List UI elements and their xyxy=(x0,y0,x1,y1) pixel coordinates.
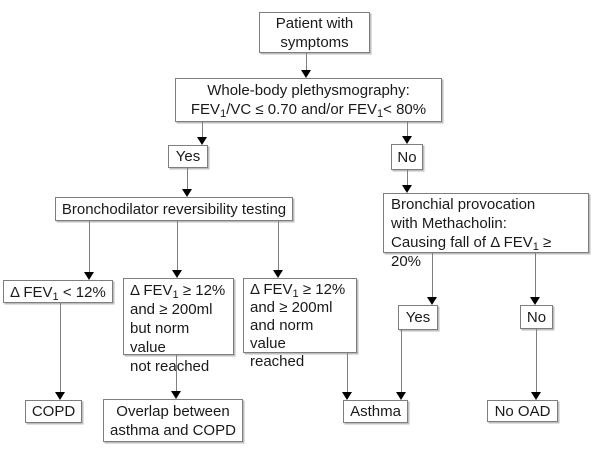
node-plethysmography-text: Whole-body plethysmography: FEV1/VC ≤ 0.… xyxy=(190,81,427,120)
arrowhead-icon xyxy=(396,392,406,400)
node-patient-line2: symptoms xyxy=(280,33,349,51)
fev-subscript: 1 xyxy=(172,289,179,301)
node-no-plethysmography: No xyxy=(391,144,423,170)
node-patient: Patient with symptoms xyxy=(259,12,370,53)
copd-label: COPD xyxy=(31,403,76,420)
connector-methacholin-to-no xyxy=(535,253,536,297)
criteria-asthma-line3: and norm value xyxy=(250,317,314,352)
criteria-text: ≥ 12% xyxy=(298,281,346,298)
node-outcome-overlap: Overlap between asthma and COPD xyxy=(103,399,243,442)
connector-patient-to-plethysmography xyxy=(306,53,307,70)
arrowhead-icon xyxy=(530,297,540,305)
no-label: No xyxy=(397,148,417,166)
fev-subscript: 1 xyxy=(220,108,227,120)
fev-subscript: 1 xyxy=(52,291,59,303)
connector-crit-overlap-to-overlap xyxy=(176,355,177,391)
no-oad-label: No OAD xyxy=(494,402,551,420)
yes-label: Yes xyxy=(405,309,431,326)
no-label: No xyxy=(526,308,547,326)
connector-crit-copd-to-copd xyxy=(60,303,61,392)
node-patient-text: Patient with symptoms xyxy=(276,14,354,52)
fev-subscript: 1 xyxy=(292,288,299,300)
yes-label: Yes xyxy=(175,148,201,165)
criteria-overlap-line2: and ≥ 200ml xyxy=(130,301,213,318)
criteria-asthma-line4: reached xyxy=(250,353,305,370)
fev-subscript: 1 xyxy=(532,241,539,253)
criteria-text: Δ FEV xyxy=(130,282,173,299)
criteria-overlap-line4: not reached xyxy=(130,358,210,375)
bronchodilator-label: Bronchodilator reversibility testing xyxy=(61,200,287,218)
overlap-text: Overlap between asthma and COPD xyxy=(110,402,236,440)
connector-plethysmography-to-yes xyxy=(202,122,203,137)
arrowhead-icon xyxy=(273,270,283,278)
connector-methacholin-to-yes xyxy=(432,253,433,297)
node-yes-plethysmography: Yes xyxy=(168,145,208,168)
node-methacholin-provocation: Bronchial provocation with Methacholin: … xyxy=(383,193,589,270)
criteria-text: < 80% xyxy=(383,101,427,118)
methacholin-line3: Causing fall of Δ FEV1 ≥ 20% xyxy=(391,233,584,271)
overlap-line2: asthma and COPD xyxy=(110,421,236,439)
node-outcome-copd: COPD xyxy=(25,400,82,423)
node-outcome-no-oad: No OAD xyxy=(487,400,558,422)
methacholin-line1: Bronchial provocation xyxy=(391,196,536,213)
criteria-text: ≥ 12% xyxy=(178,282,226,299)
criteria-overlap-line1: Δ FEV1 ≥ 12% xyxy=(130,281,229,301)
criteria-text: Δ FEV xyxy=(10,284,53,301)
arrowhead-icon xyxy=(84,272,94,280)
arrowhead-icon xyxy=(531,392,541,400)
node-bronchodilator-testing: Bronchodilator reversibility testing xyxy=(55,197,293,221)
node-no-methacholin: No xyxy=(520,305,553,329)
connector-no-to-methacholin xyxy=(407,170,408,185)
connector-yes-to-bronchodilator xyxy=(187,168,188,189)
node-criteria-asthma: Δ FEV1 ≥ 12% and ≥ 200ml and norm value … xyxy=(243,278,357,370)
node-plethysmography-line2: FEV1/VC ≤ 0.70 and/or FEV1< 80% xyxy=(190,100,427,120)
arrowhead-icon xyxy=(402,185,412,193)
criteria-text: Δ FEV xyxy=(250,281,293,298)
criteria-copd-line1: Δ FEV1 < 12% xyxy=(10,283,108,303)
connector-bronchodilator-to-crit-overlap xyxy=(177,221,178,270)
methacholin-line2: with Methacholin: xyxy=(391,215,507,232)
arrowhead-icon xyxy=(171,391,181,399)
node-yes-methacholin: Yes xyxy=(398,305,438,330)
node-outcome-asthma: Asthma xyxy=(343,400,408,423)
arrowhead-icon xyxy=(301,70,311,78)
criteria-text: Causing fall of Δ FEV xyxy=(391,234,533,251)
fev-subscript: 1 xyxy=(377,108,384,120)
arrowhead-icon xyxy=(55,392,65,400)
arrowhead-icon xyxy=(402,136,412,144)
node-criteria-copd: Δ FEV1 < 12% xyxy=(3,280,113,303)
connector-bronchodilator-to-crit-copd xyxy=(89,221,90,272)
criteria-text: < 12% xyxy=(58,284,106,301)
fev-text: FEV xyxy=(190,101,221,118)
node-patient-line1: Patient with xyxy=(275,14,354,32)
arrowhead-icon xyxy=(197,137,207,145)
criteria-asthma-line1: Δ FEV1 ≥ 12% xyxy=(250,281,352,300)
arrowhead-icon xyxy=(427,297,437,305)
node-plethysmography-line1: Whole-body plethysmography: xyxy=(207,82,410,99)
overlap-line1: Overlap between xyxy=(116,402,230,420)
criteria-text: ≥ 20% xyxy=(391,234,552,270)
connector-yes-to-asthma xyxy=(401,330,402,392)
criteria-asthma-line2: and ≥ 200ml xyxy=(250,299,333,316)
asthma-label: Asthma xyxy=(350,403,401,420)
node-plethysmography: Whole-body plethysmography: FEV1/VC ≤ 0.… xyxy=(175,78,442,122)
arrowhead-icon xyxy=(182,189,192,197)
arrowhead-icon xyxy=(342,392,352,400)
connector-no-to-no-oad xyxy=(536,329,537,392)
criteria-overlap-line3: but norm value xyxy=(130,320,190,356)
connector-crit-asthma-to-asthma xyxy=(347,353,348,392)
node-criteria-overlap: Δ FEV1 ≥ 12% and ≥ 200ml but norm value … xyxy=(123,278,234,375)
connector-bronchodilator-to-crit-asthma xyxy=(278,221,279,270)
arrowhead-icon xyxy=(172,270,182,278)
criteria-text: /VC ≤ 0.70 and/or FEV xyxy=(226,101,378,118)
connector-plethysmography-to-no xyxy=(407,122,408,136)
